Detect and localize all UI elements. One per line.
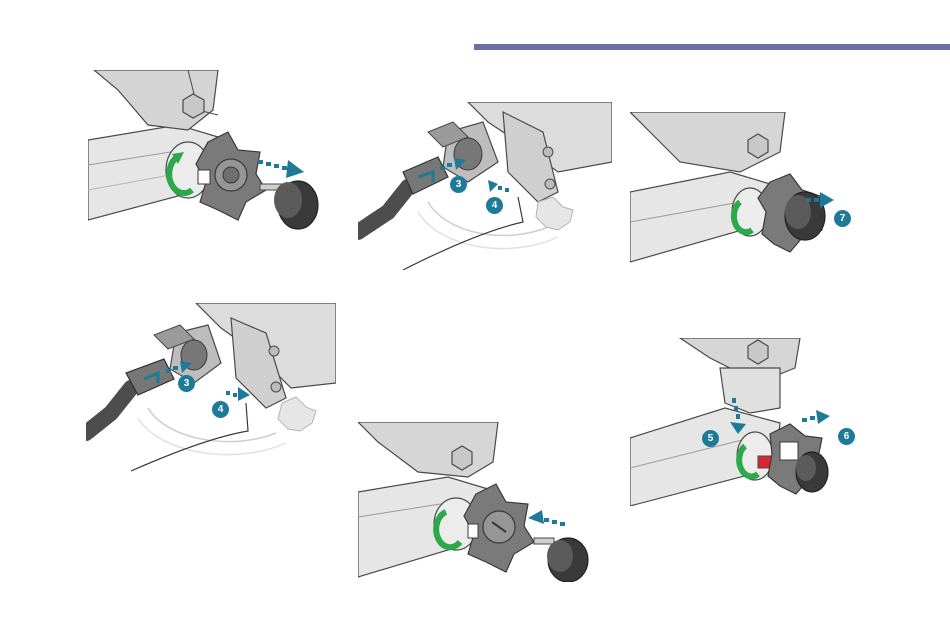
illustration-connect-cable-bottom: 3 4 — [86, 303, 336, 475]
step-badge: 5 — [702, 430, 719, 447]
illustration-insert-cap — [358, 422, 598, 582]
illustration-remove-cap — [88, 70, 338, 232]
illustration-connect-cable-top: 3 4 — [358, 102, 612, 270]
step-badge: 7 — [834, 210, 851, 227]
step-badge: 6 — [838, 428, 855, 445]
illustration-install-ball: 5 6 — [630, 338, 860, 506]
step-badge: 4 — [486, 197, 503, 214]
step-badge: 3 — [450, 176, 467, 193]
step-badge: 4 — [212, 401, 229, 418]
illustration-attach-cap-step7: 7 — [630, 112, 860, 272]
step-badge: 3 — [178, 375, 195, 392]
header-accent-rule — [474, 44, 950, 50]
